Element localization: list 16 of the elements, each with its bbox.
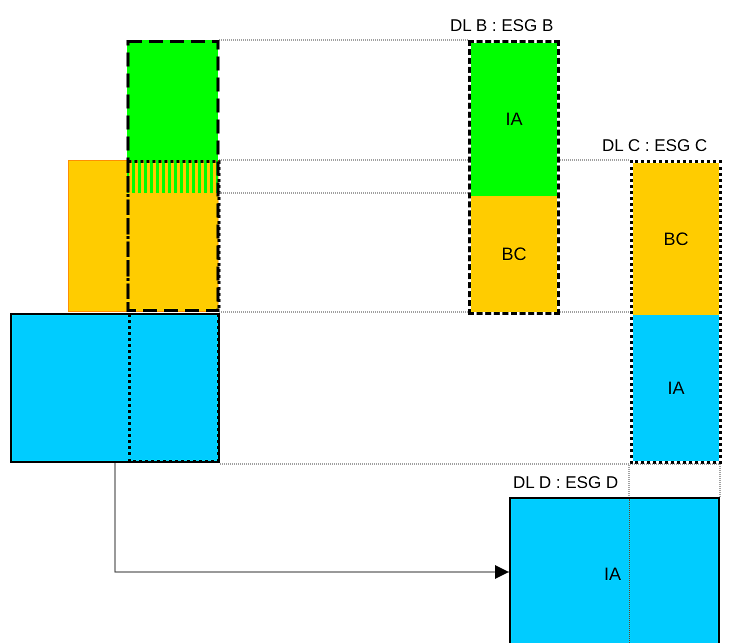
segment-block — [633, 163, 719, 315]
dotted-connector — [218, 192, 468, 194]
segment-block — [471, 43, 557, 196]
segment-label: IA — [667, 378, 684, 398]
segment-label: IA — [604, 564, 622, 585]
group-heading: DL D : ESG D — [513, 472, 618, 494]
segment-label: BC — [501, 244, 526, 264]
segment-label: IA — [505, 109, 522, 130]
group-heading: DL B : ESG B — [450, 15, 554, 37]
segment-label: BC — [663, 228, 688, 250]
segment-block — [471, 196, 557, 312]
allocation-stack-drawing — [68, 40, 220, 312]
group-heading: DL C : ESG C — [602, 135, 708, 157]
segment-block — [633, 315, 719, 461]
arrow — [114, 462, 510, 579]
allocation-block — [10, 313, 220, 463]
